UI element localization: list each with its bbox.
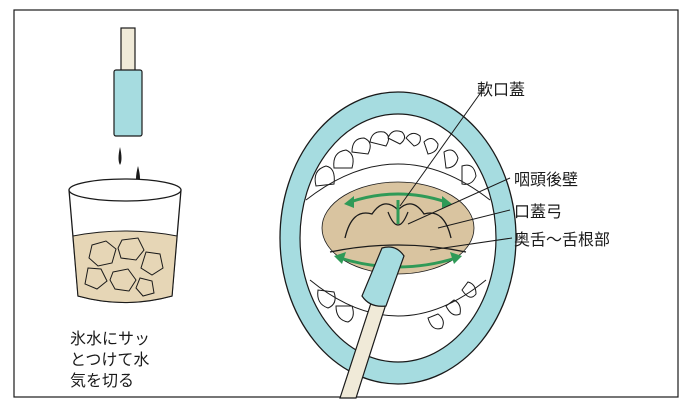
caption-line-3: 気を切る: [70, 370, 210, 391]
ice-water: [73, 231, 177, 303]
cup-rim: [69, 179, 181, 201]
caption-line-1: 氷水にサッ: [70, 328, 210, 349]
label-pharynx-wall: 咽頭後壁: [514, 170, 578, 190]
label-palatal-arch: 口蓋弓: [514, 202, 562, 222]
label-tongue-base: 奥舌～舌根部: [514, 230, 610, 250]
caption-line-2: とつけて水: [70, 349, 210, 370]
cup-caption: 氷水にサッ とつけて水 気を切る: [70, 328, 210, 391]
open-mouth-illustration: [280, 88, 516, 398]
swab-stick-top: [121, 28, 135, 73]
label-soft-palate: 軟口蓋: [477, 80, 525, 100]
swab-head-top: [114, 70, 142, 136]
swab-and-cup-illustration: [69, 28, 181, 303]
water-drop-1: [119, 147, 122, 165]
